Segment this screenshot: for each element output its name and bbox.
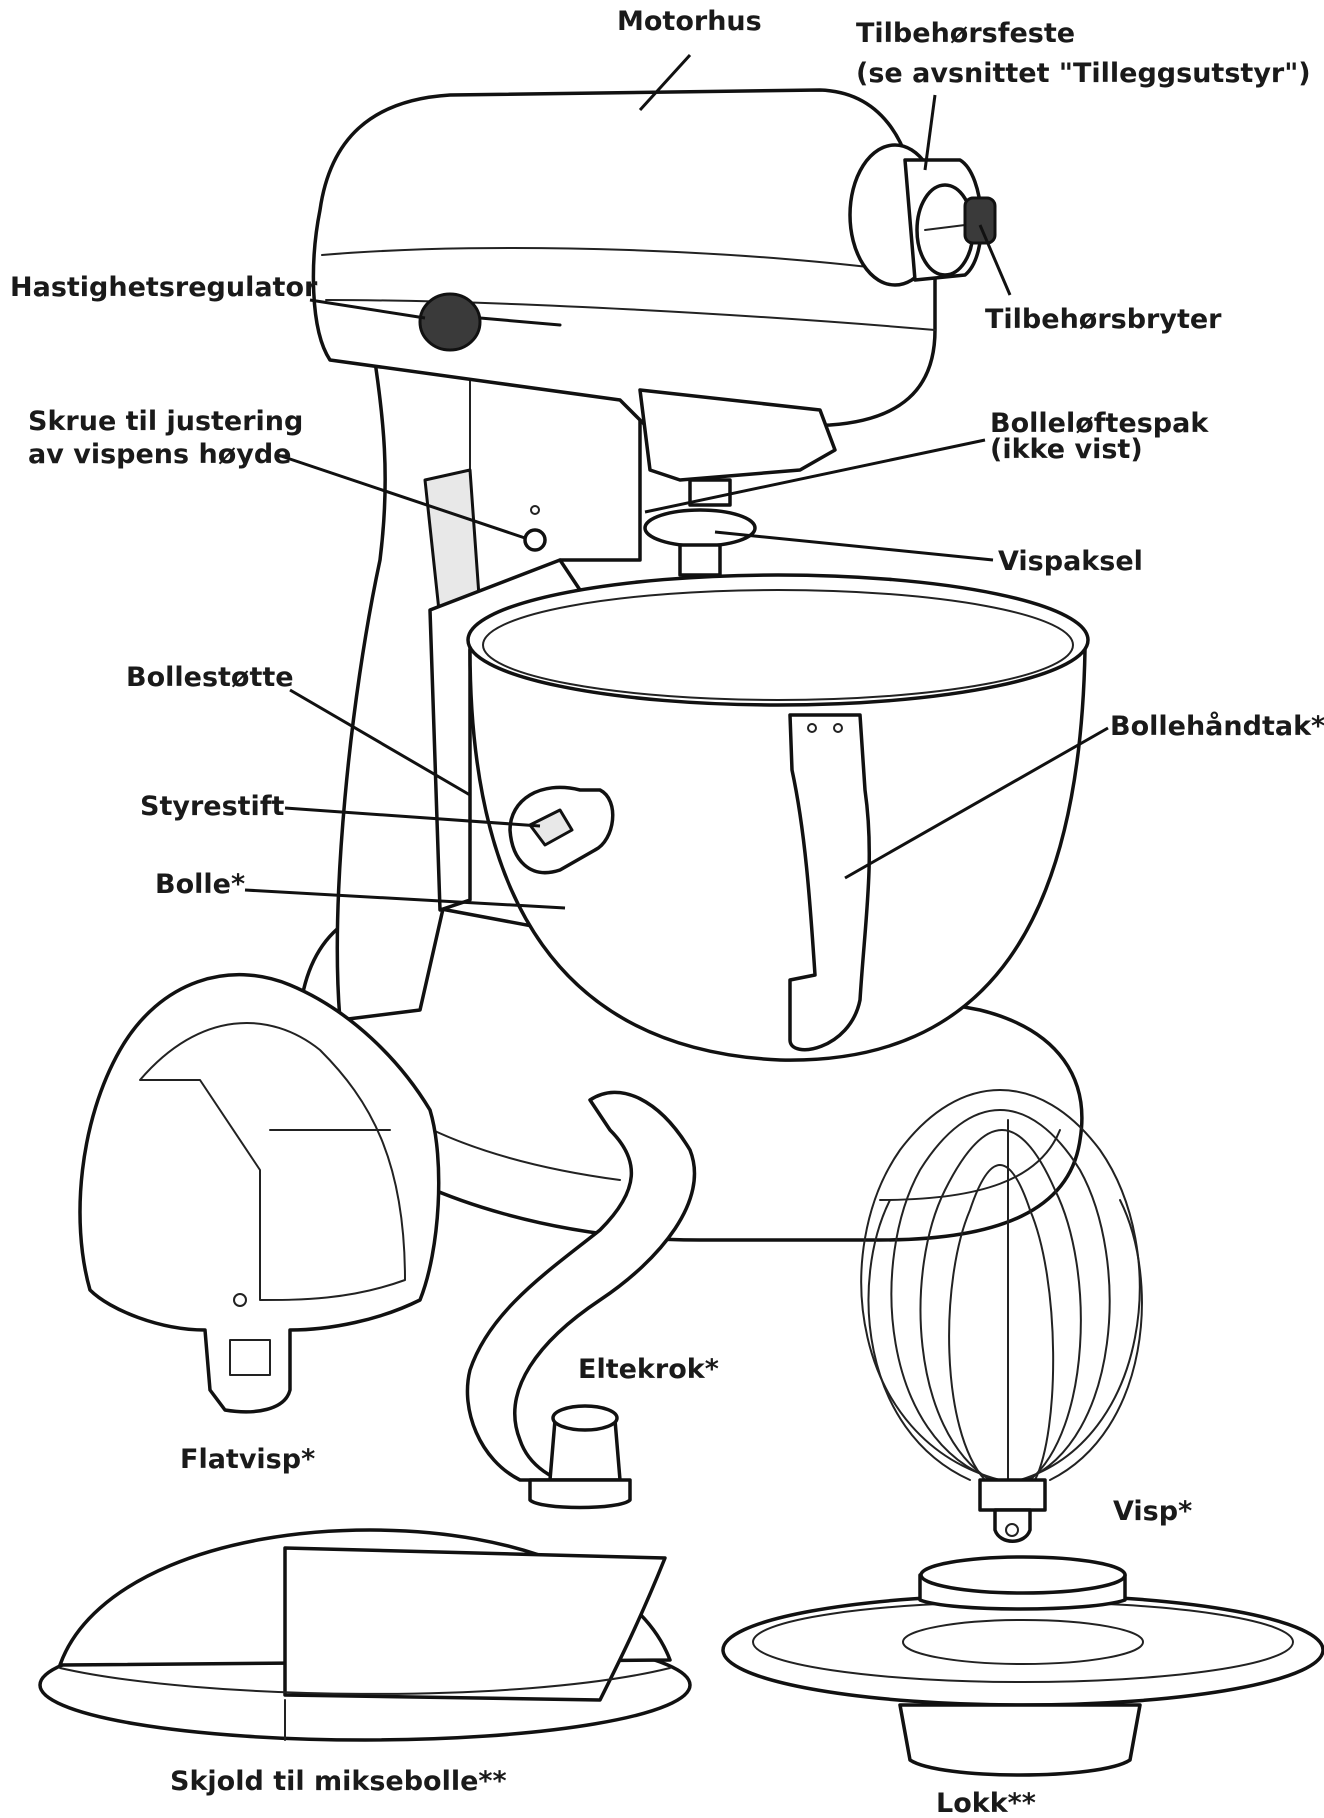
part-labels: Motorhus Tilbehørsfeste (se avsnittet "T… xyxy=(10,6,1324,1818)
label-bolleloftespak: Bolleløftespak xyxy=(990,408,1209,439)
label-tilbehorsfeste-note: (se avsnittet "Tilleggsutstyr") xyxy=(856,58,1311,89)
label-styrestift: Styrestift xyxy=(140,791,285,822)
speed-control-knob xyxy=(418,292,562,352)
leader-lines xyxy=(244,53,1109,910)
dough-hook xyxy=(465,1090,697,1510)
label-motorhus: Motorhus xyxy=(617,6,762,37)
flat-beater xyxy=(78,972,441,1414)
label-bollestotte: Bollestøtte xyxy=(126,662,294,693)
label-skjold: Skjold til miksebolle** xyxy=(170,1766,507,1797)
height-adjustment-screw xyxy=(523,505,547,552)
label-bolle: Bolle* xyxy=(155,869,245,900)
label-skrue-line1: Skrue til justering xyxy=(28,406,303,437)
label-tilbehorsbryter: Tilbehørsbryter xyxy=(985,304,1222,335)
bowl-lid xyxy=(721,1555,1324,1777)
label-bollehandtak: Bollehåndtak* xyxy=(1110,710,1324,742)
label-hastighetsregulator: Hastighetsregulator xyxy=(10,272,318,303)
label-tilbehorsfeste: Tilbehørsfeste xyxy=(856,18,1075,49)
label-bolleloftespak-note: (ikke vist) xyxy=(990,434,1143,465)
wire-whip xyxy=(860,1089,1143,1543)
label-vispaksel: Vispaksel xyxy=(998,546,1143,577)
label-visp: Visp* xyxy=(1113,1496,1192,1527)
label-lokk: Lokk** xyxy=(936,1788,1036,1818)
label-eltekrok: Eltekrok* xyxy=(578,1354,719,1385)
mixing-bowl xyxy=(466,573,1090,1062)
pouring-shield xyxy=(38,1528,692,1742)
label-flatvisp: Flatvisp* xyxy=(180,1444,315,1475)
label-skrue-line2: av vispens høyde xyxy=(28,439,292,470)
